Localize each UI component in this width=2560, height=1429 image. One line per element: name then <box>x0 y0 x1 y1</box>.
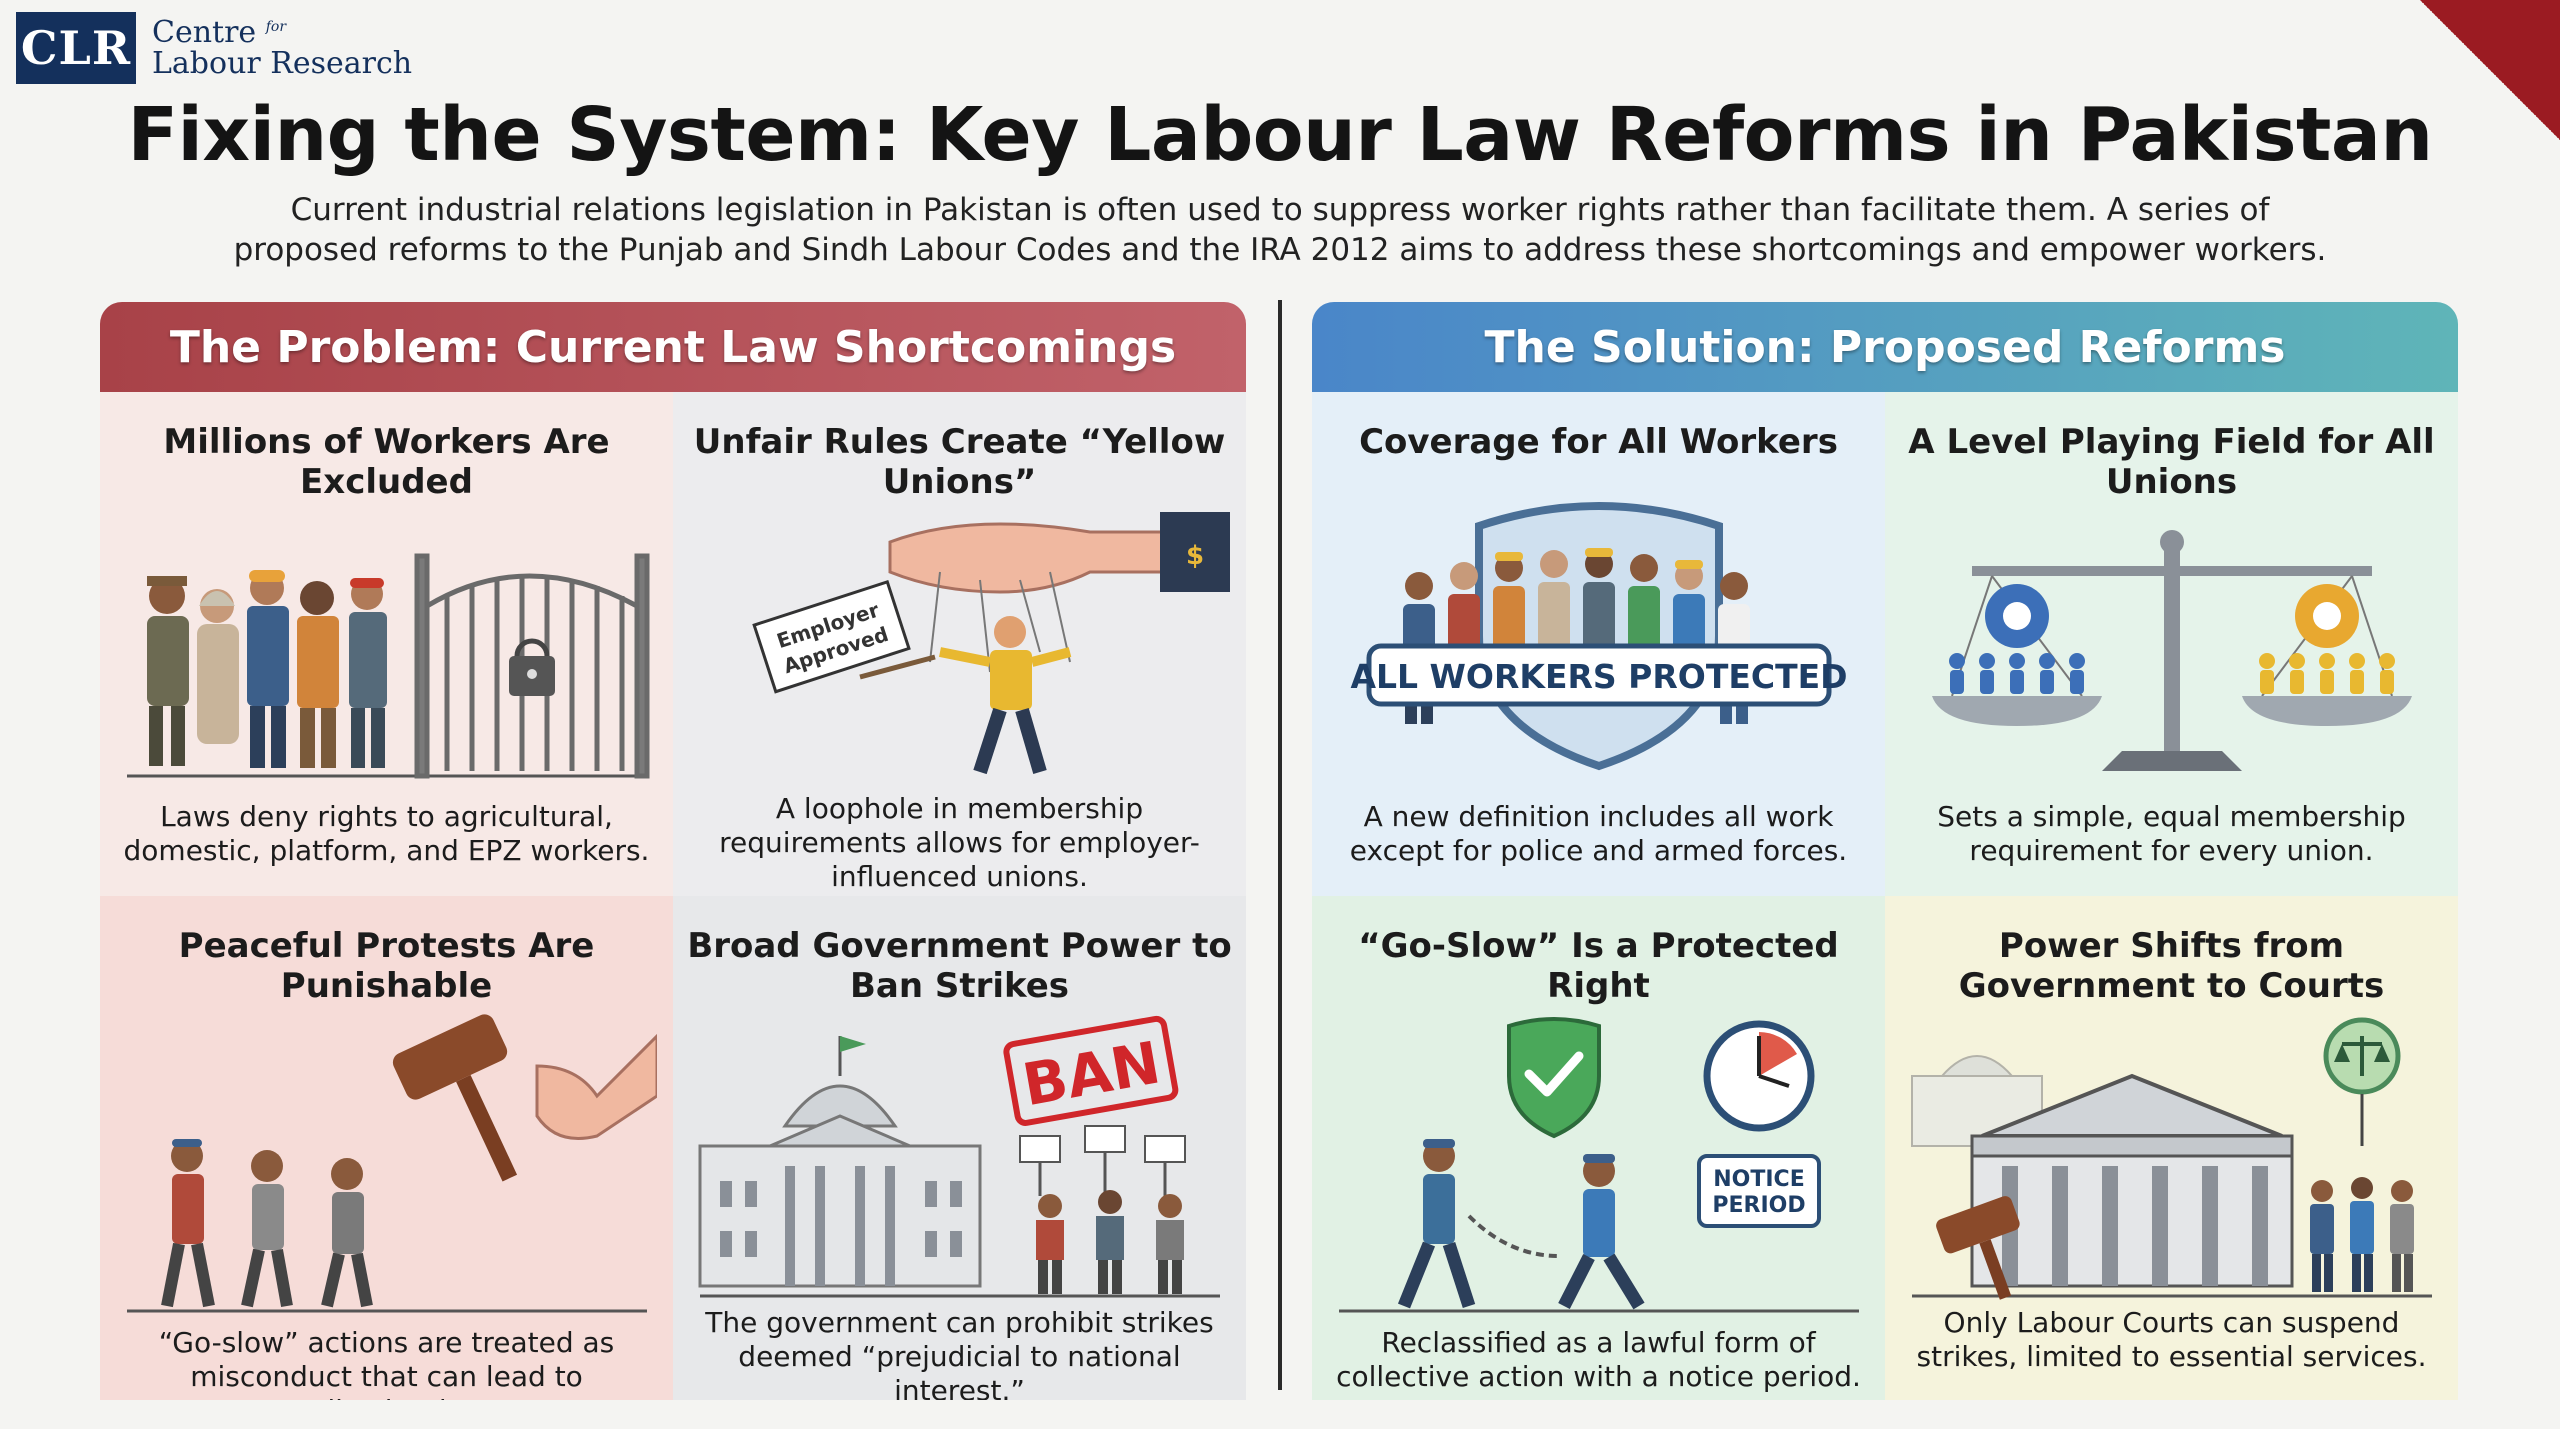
card-title: Peaceful Protests Are Punishable <box>178 926 595 1006</box>
card-caption: “Go-slow” actions are treated as miscond… <box>158 1326 615 1400</box>
card-title: A Level Playing Field for All Unions <box>1908 422 2435 502</box>
card-caption: Reclassified as a lawful form of collect… <box>1336 1326 1861 1393</box>
card-title: Broad Government Power to Ban Strikes <box>687 926 1232 1006</box>
problem-heading: The Problem: Current Law Shortcomings <box>100 302 1246 392</box>
card-title: Millions of Workers Are Excluded <box>163 422 610 502</box>
card-title: Unfair Rules Create “Yellow Unions” <box>693 422 1226 502</box>
notice-period-badge: NOTICE PERIOD <box>1712 1167 1805 1218</box>
card-caption: The government can prohibit strikes deem… <box>705 1306 1214 1400</box>
card-title: Coverage for All Workers <box>1359 422 1838 462</box>
logo-line2: Labour Research <box>152 46 413 81</box>
shield-icon: ALL WORKERS PROTECTED <box>1350 502 1847 771</box>
solution-panel: The Solution: Proposed Reforms Coverage … <box>1312 302 2458 1400</box>
page-title: Fixing the System: Key Labour Law Reform… <box>127 92 2433 178</box>
logo-text: Centre for Labour Research <box>152 14 413 81</box>
problem-card-excluded: Millions of Workers Are Excluded <box>100 392 673 896</box>
problem-panel: The Problem: Current Law Shortcomings Mi… <box>100 302 1246 1400</box>
solution-heading: The Solution: Proposed Reforms <box>1312 302 2458 392</box>
logo-for: for <box>265 18 287 35</box>
coverage-banner: ALL WORKERS PROTECTED <box>1350 657 1847 696</box>
svg-text:$: $ <box>1185 541 1203 571</box>
solution-card-courts: Power Shifts from Government to Courts <box>1885 896 2458 1400</box>
solution-card-level-field: A Level Playing Field for All Unions <box>1885 392 2458 896</box>
problem-card-ban-strikes: Broad Government Power to Ban Strikes <box>673 896 1246 1400</box>
logo-abbr: CLR <box>16 12 136 84</box>
card-caption: Sets a simple, equal membership requirem… <box>1937 800 2406 867</box>
puppet-hand-icon: $ Employer Approved <box>751 512 1230 775</box>
svg-text:NOTICE: NOTICE <box>1713 1167 1804 1192</box>
page-subtitle: Current industrial relations legislation… <box>233 192 2327 268</box>
clr-logo: CLR Centre for Labour Research <box>16 12 412 84</box>
problem-card-protests: Peaceful Protests Are Punishable <box>100 896 673 1400</box>
svg-text:PERIOD: PERIOD <box>1712 1193 1805 1218</box>
problem-card-yellow-unions: Unfair Rules Create “Yellow Unions” $ <box>673 392 1246 896</box>
card-caption: A new definition includes all work excep… <box>1349 800 1848 867</box>
center-divider <box>1278 300 1282 1390</box>
card-caption: Laws deny rights to agricultural, domest… <box>123 800 650 867</box>
workers-gate-icon <box>126 553 649 779</box>
stopwatch-icon <box>100 896 101 897</box>
logo-line1: Centre <box>152 14 257 50</box>
card-title: “Go-Slow” Is a Protected Right <box>1358 926 1839 1006</box>
card-caption: Only Labour Courts can suspend strikes, … <box>1916 1306 2427 1373</box>
card-caption: A loophole in membership requirements al… <box>719 792 1200 893</box>
solution-card-coverage: Coverage for All Workers A <box>1312 392 1885 896</box>
card-title: Power Shifts from Government to Courts <box>1958 926 2385 1006</box>
government-building-icon: BAN <box>698 1015 1220 1298</box>
gavel-icon <box>126 1014 657 1313</box>
corner-accent <box>2420 0 2560 140</box>
clock-icon: NOTICE PERIOD <box>1338 1017 1859 1313</box>
scales-icon <box>1931 530 2412 771</box>
solution-card-go-slow: “Go-Slow” Is a Protected Right NOTICE PE… <box>1312 896 1885 1400</box>
courthouse-icon <box>1910 1017 2432 1300</box>
